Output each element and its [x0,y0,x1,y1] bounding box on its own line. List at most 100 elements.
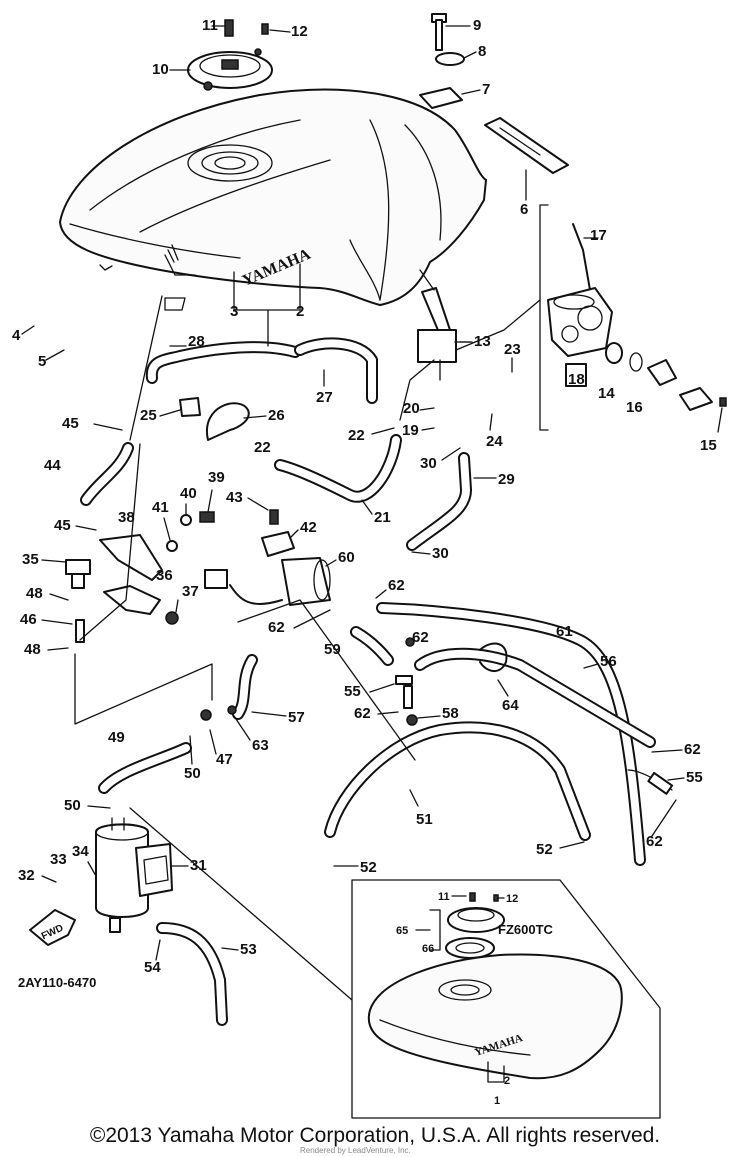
part-label-1: 1 [494,1095,500,1107]
part-label-16: 16 [626,399,643,416]
fuel-tank: YAMAHA [58,88,488,311]
bolt-11 [224,19,234,37]
part-label-59: 59 [324,641,341,658]
copyright-notice: ©2013 Yamaha Motor Corporation, U.S.A. A… [89,1124,661,1147]
part-label-52: 52 [536,841,553,858]
part-label-11: 11 [202,17,218,34]
part-label-54: 54 [144,959,161,976]
part-label-40: 40 [180,485,197,502]
part-label-55: 55 [344,683,361,700]
leader-lines [74,263,541,1001]
part-label-62: 62 [646,833,663,850]
part-label-51: 51 [416,811,433,828]
fuel-cock-assembly [417,287,471,381]
part-label-46: 46 [20,611,37,628]
part-label-9: 9 [473,17,481,34]
screw-12 [261,23,269,35]
part-label-10: 10 [152,61,169,78]
part-label-11: 11 [438,891,450,903]
hoses [75,337,656,1026]
part-label-24: 24 [486,433,503,450]
part-label-42: 42 [300,519,317,536]
part-label-44: 44 [44,457,61,474]
part-label-61: 61 [556,623,573,640]
part-label-48: 48 [24,641,41,658]
part-label-58: 58 [442,705,459,722]
inset-fz600tc: YAMAHA FZ600TC [351,879,661,1119]
part-label-62: 62 [388,577,405,594]
part-label-45: 45 [54,517,71,534]
clip-25 [179,397,201,417]
fuel-cap [187,48,273,91]
part-label-35: 35 [22,551,39,568]
part-label-41: 41 [152,499,169,516]
part-label-32: 32 [18,867,35,884]
detail-bracket [539,204,549,431]
part-label-45: 45 [62,415,79,432]
part-label-17: 17 [590,227,607,244]
part-label-33: 33 [50,851,67,868]
part-label-12: 12 [506,893,518,905]
part-label-60: 60 [338,549,355,566]
part-label-52: 52 [360,859,377,876]
connectors [200,637,674,795]
part-label-7: 7 [482,81,490,98]
part-label-30: 30 [420,455,437,472]
part-label-4: 4 [12,327,21,344]
part-label-50: 50 [64,797,81,814]
canister [95,817,173,933]
part-label-2: 2 [504,1075,510,1087]
part-label-27: 27 [316,389,333,406]
part-label-12: 12 [291,23,308,40]
fuel-cock-exploded [547,223,727,411]
part-label-53: 53 [240,941,257,958]
part-label-15: 15 [700,437,717,454]
front-arrow: FWD [29,909,76,946]
part-label-18: 18 [568,371,585,388]
part-label-63: 63 [252,737,269,754]
part-label-34: 34 [72,843,89,860]
part-label-2: 2 [296,303,304,320]
part-label-66: 66 [422,943,434,955]
breather-pipe [205,402,250,441]
part-label-56: 56 [600,653,617,670]
part-label-31: 31 [190,857,207,874]
part-label-37: 37 [182,583,199,600]
part-label-47: 47 [216,751,233,768]
part-label-25: 25 [140,407,157,424]
part-label-8: 8 [478,43,486,60]
part-label-26: 26 [268,407,285,424]
part-label-22: 22 [348,427,365,444]
part-label-36: 36 [156,567,173,584]
part-label-23: 23 [504,341,521,358]
part-label-6: 6 [520,201,528,218]
part-label-30: 30 [432,545,449,562]
part-label-50: 50 [184,765,201,782]
part-label-62: 62 [412,629,429,646]
inset-model-label: FZ600TC [498,922,554,937]
part-label-62: 62 [684,741,701,758]
part-label-64: 64 [502,697,519,714]
part-label-29: 29 [498,471,515,488]
part-labels: 11 12 10 9 8 7 6 17 4 5 3 2 28 27 13 23 … [12,17,723,1107]
part-label-38: 38 [118,509,135,526]
part-label-21: 21 [374,509,391,526]
part-label-22: 22 [254,439,271,456]
part-label-48: 48 [26,585,43,602]
part-label-3: 3 [230,303,238,320]
part-label-62: 62 [354,705,371,722]
catalog-code: 2AY110-6470 [18,975,96,990]
part-label-13: 13 [474,333,491,350]
part-label-14: 14 [598,385,615,402]
part-label-5: 5 [38,353,46,370]
part-label-19: 19 [402,422,419,439]
part-label-43: 43 [226,489,243,506]
part-label-65: 65 [396,925,408,937]
part-label-62: 62 [268,619,285,636]
part-label-55: 55 [686,769,703,786]
fuel-pump-assembly [65,509,331,625]
part-label-49: 49 [108,729,125,746]
watermark: Rendered by LeadVenture, Inc. [300,1146,411,1155]
part-label-57: 57 [288,709,305,726]
